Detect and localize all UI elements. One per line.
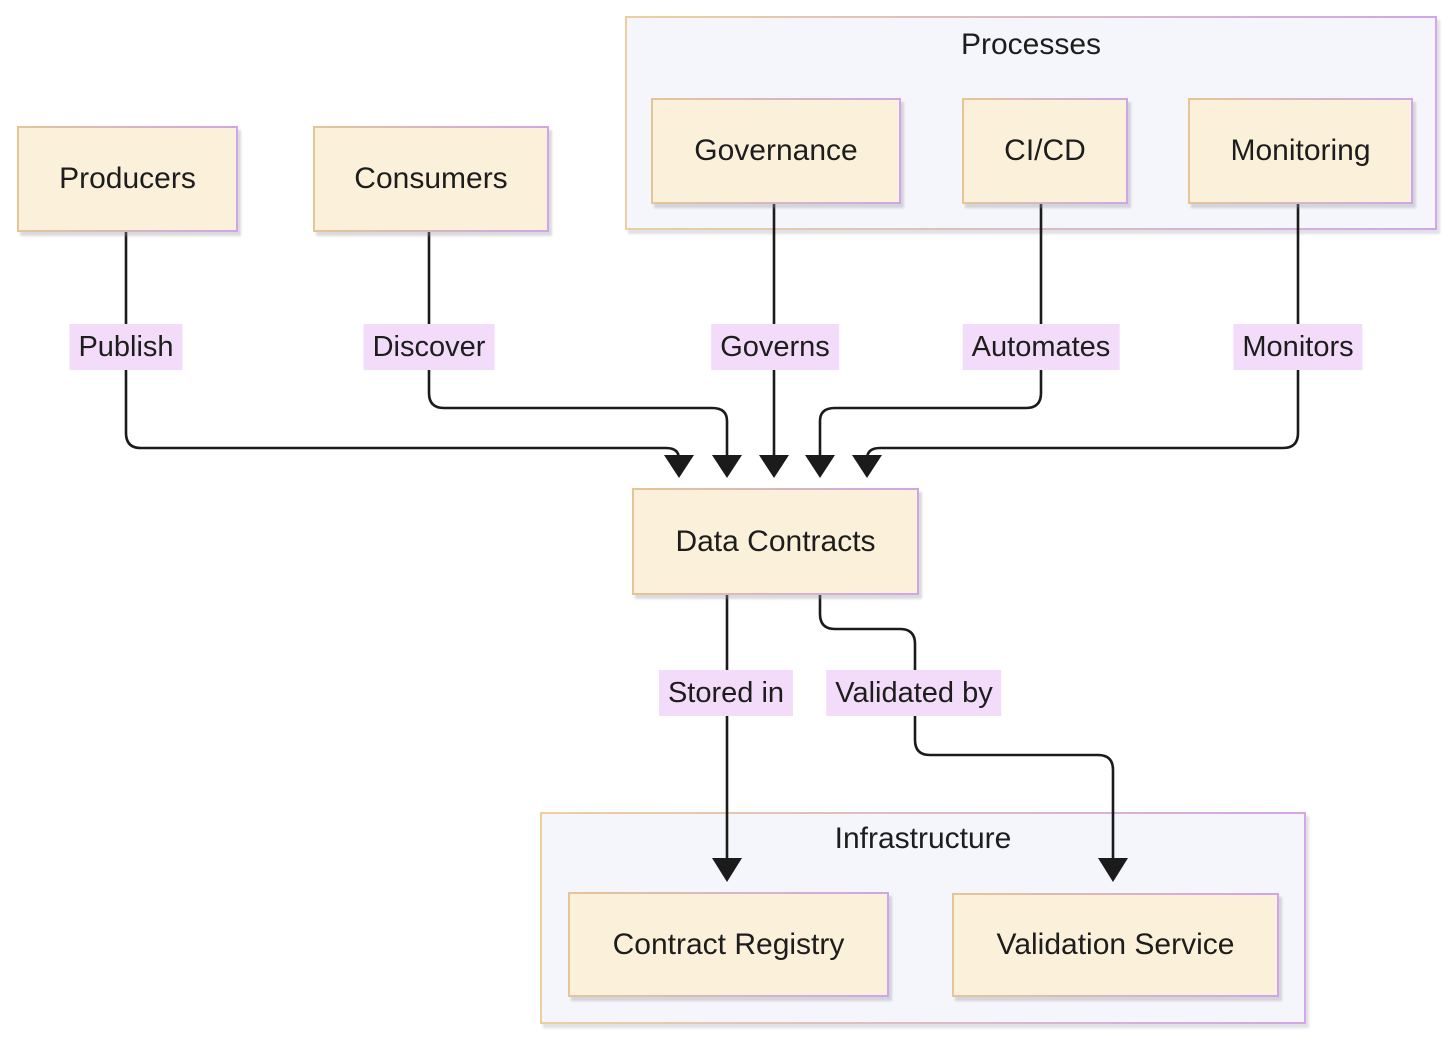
node-monitoring: Monitoring bbox=[1188, 98, 1413, 204]
edge-monitoring-to-data-contracts bbox=[865, 200, 1300, 461]
arrowhead-monitors bbox=[852, 455, 882, 478]
edge-consumers-to-data-contracts bbox=[427, 228, 729, 458]
node-governance-label: Governance bbox=[694, 134, 858, 167]
node-cicd-label: CI/CD bbox=[1004, 134, 1086, 167]
edge-label-publish: Publish bbox=[69, 324, 183, 370]
node-data-contracts-label: Data Contracts bbox=[675, 524, 876, 558]
arrowhead-governs bbox=[759, 455, 789, 478]
edge-label-stored-in: Stored in bbox=[658, 670, 794, 716]
edge-label-validated-by: Validated by bbox=[826, 670, 1002, 716]
edge-label-automates: Automates bbox=[962, 324, 1120, 370]
node-contract-registry-label: Contract Registry bbox=[612, 927, 845, 961]
node-governance: Governance bbox=[651, 98, 901, 204]
edge-producers-to-data-contracts bbox=[124, 228, 681, 461]
container-infrastructure-title: Infrastructure bbox=[834, 822, 1012, 855]
node-validation-service: Validation Service bbox=[952, 893, 1279, 997]
edge-label-monitors: Monitors bbox=[1233, 324, 1363, 370]
node-data-contracts: Data Contracts bbox=[632, 488, 919, 595]
arrowhead-automates bbox=[805, 455, 835, 478]
edge-label-governs: Governs bbox=[711, 324, 839, 370]
container-processes-title: Processes bbox=[960, 28, 1102, 61]
node-consumers: Consumers bbox=[313, 126, 549, 232]
node-producers-label: Producers bbox=[59, 162, 196, 195]
node-contract-registry: Contract Registry bbox=[568, 892, 889, 997]
edge-data-contracts-to-validation-service bbox=[818, 591, 1115, 860]
node-producers: Producers bbox=[17, 126, 238, 232]
edge-label-discover: Discover bbox=[363, 324, 495, 370]
arrowhead-publish bbox=[664, 455, 694, 478]
edge-cicd-to-data-contracts bbox=[818, 200, 1043, 458]
node-monitoring-label: Monitoring bbox=[1230, 134, 1371, 167]
node-cicd: CI/CD bbox=[962, 98, 1128, 204]
arrowhead-stored-in bbox=[712, 858, 742, 882]
arrowhead-validated-by bbox=[1098, 858, 1128, 882]
node-consumers-label: Consumers bbox=[354, 162, 508, 195]
node-validation-service-label: Validation Service bbox=[996, 928, 1235, 961]
arrowhead-discover bbox=[712, 455, 742, 478]
